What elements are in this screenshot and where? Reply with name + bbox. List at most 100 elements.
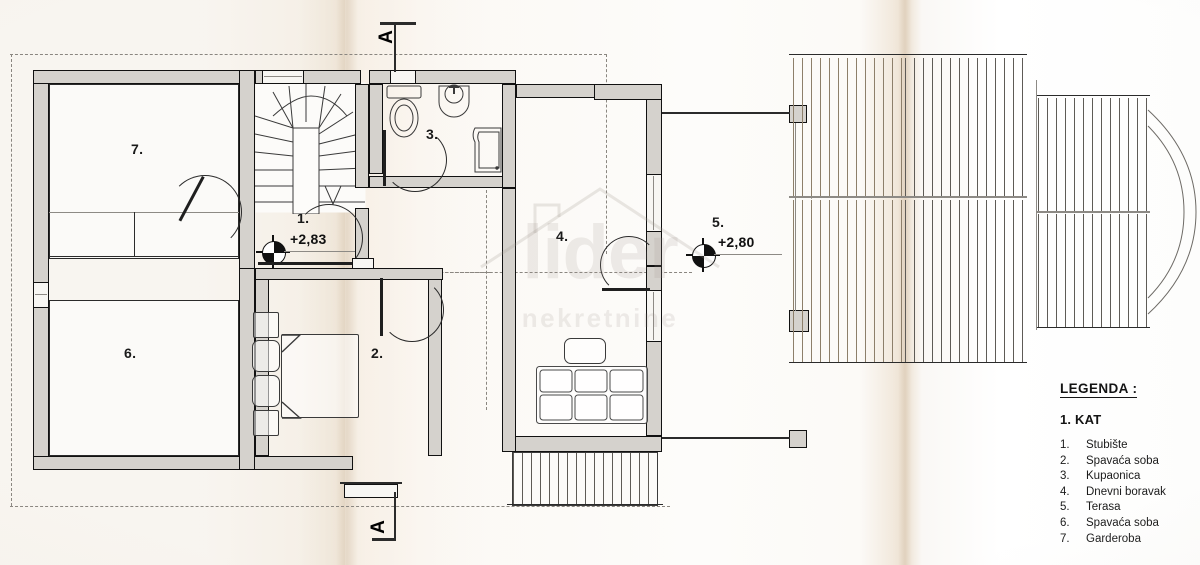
axis-line-horizontal — [430, 272, 692, 273]
nightstand-left — [253, 312, 279, 338]
terrace-border-bottom — [789, 362, 1027, 364]
wall-living-top-2 — [594, 84, 662, 100]
terrace-far-border-bottom — [1036, 327, 1150, 329]
pillow-lower — [252, 375, 280, 407]
bed-double — [281, 334, 359, 418]
wall-bedroom2-top — [255, 268, 443, 280]
shower-tray — [472, 127, 502, 173]
room-label-bedroom-large: 6. — [124, 345, 136, 361]
terrace-deck-upper-right — [905, 58, 1025, 196]
door-leaf-bedroom2 — [380, 278, 383, 336]
wardrobe-shelf-line-2 — [49, 256, 135, 258]
window-left-wall-1-glass — [35, 294, 47, 295]
legend-item-label: Stubište — [1086, 438, 1195, 454]
legend-title-wrap: LEGENDA : — [1060, 380, 1195, 398]
door-leaf-bathroom — [383, 130, 386, 186]
room-label-living: 4. — [556, 228, 568, 244]
wall-left-bottom — [33, 456, 353, 470]
door-swing-wardrobe — [168, 175, 242, 249]
bed-blanket-fold — [281, 334, 302, 419]
staircase-winder — [255, 82, 366, 214]
window-left-wall-1 — [33, 282, 49, 308]
terrace-border-top — [789, 54, 1027, 56]
balcony-bottom-deck — [512, 452, 658, 506]
door-leaf-corridor — [258, 262, 358, 265]
legend-list: 1. Stubište 2. Spavaća soba 3. Kupaonica… — [1060, 438, 1195, 547]
window-living-right-2 — [646, 290, 662, 342]
wardrobe-shelf-line-1 — [49, 212, 239, 213]
nightstand-right — [253, 410, 279, 436]
room-label-bedroom-small: 2. — [371, 345, 383, 361]
legend-subtitle: 1. KAT — [1060, 412, 1195, 427]
legend-item: 2. Spavaća soba — [1060, 454, 1195, 470]
terrace-deck-far-upper — [1038, 98, 1148, 212]
window-bath-top — [390, 70, 416, 84]
legend-item-number: 4. — [1060, 485, 1086, 501]
terrace-leader-lower — [662, 437, 790, 439]
elevation-terrace: +2,80 — [718, 234, 754, 250]
terrace-pier-left-bot — [789, 430, 807, 448]
sofa-sectional — [536, 366, 648, 424]
terrace-far-edge-left — [1036, 80, 1037, 330]
door-leaf-living-terrace — [602, 288, 650, 291]
wall-corridor-right — [355, 84, 369, 188]
terrace-curved-edge — [1147, 109, 1197, 315]
legend-item: 6. Spavaća soba — [1060, 516, 1195, 532]
legend-item-number: 6. — [1060, 516, 1086, 532]
window-bedroom2-bottom — [344, 484, 398, 498]
axis-line-short-left — [430, 272, 490, 273]
terrace-deck-upper-left — [793, 58, 905, 196]
legend-item: 5. Terasa — [1060, 500, 1195, 516]
projection-line-top — [10, 54, 607, 55]
axis-line-vertical-a — [486, 190, 487, 410]
terrace-deck-far-lower — [1038, 214, 1148, 328]
legend-item-number: 3. — [1060, 469, 1086, 485]
window-bedroom2-sill — [340, 482, 402, 484]
legend-item-number: 1. — [1060, 438, 1086, 454]
section-flag-top — [380, 22, 416, 25]
legend-item-number: 5. — [1060, 500, 1086, 516]
section-line-top — [394, 22, 396, 72]
door-swing-bedroom2 — [380, 278, 444, 342]
wall-living-left-up — [502, 84, 516, 188]
coffee-table — [564, 338, 606, 364]
projection-line-left — [11, 54, 12, 506]
legend-item-label: Terasa — [1086, 500, 1195, 516]
legend-item-label: Kupaonica — [1086, 469, 1195, 485]
legend-item-number: 7. — [1060, 532, 1086, 548]
projection-line-bottom — [10, 506, 670, 507]
legend-item-label: Spavaća soba — [1086, 454, 1195, 470]
door-swing-corridor — [295, 204, 363, 272]
level-marker-terrace — [686, 238, 720, 272]
legend-item-label: Garderoba — [1086, 532, 1195, 548]
window-stair-top-glass — [264, 76, 302, 77]
legend-item: 4. Dnevni boravak — [1060, 485, 1195, 501]
legend-title: LEGENDA : — [1060, 381, 1138, 398]
terrace-deck-lower-right — [905, 200, 1025, 362]
washbasin — [438, 85, 470, 118]
legend-item-label: Dnevni boravak — [1086, 485, 1195, 501]
window-stair-top — [262, 70, 304, 84]
toilet-cistern — [386, 85, 422, 99]
window-living-right-2-glass — [653, 292, 654, 340]
room-label-terrace: 5. — [712, 214, 724, 230]
wall-bath-left — [369, 84, 383, 174]
legend-panel: LEGENDA : 1. KAT 1. Stubište 2. Spavaća … — [1060, 380, 1195, 547]
terrace-leader-upper — [662, 112, 790, 114]
terrace-far-border-mid — [1036, 211, 1150, 214]
room-bedroom-large-outline — [49, 300, 239, 456]
section-line-bottom — [394, 492, 396, 540]
balcony-bottom-rail — [507, 504, 663, 506]
terrace-deck-lower-left — [793, 200, 905, 362]
legend-item-number: 2. — [1060, 454, 1086, 470]
terrace-far-border-top — [1036, 95, 1150, 97]
terrace-border-mid — [789, 196, 1027, 199]
projection-line-right — [606, 54, 607, 254]
pillow-upper — [252, 340, 280, 372]
room-label-bathroom: 3. — [426, 126, 438, 142]
wardrobe-shelf-line-3 — [134, 212, 136, 257]
wardrobe-shelf-line-4 — [134, 256, 239, 258]
legend-item: 1. Stubište — [1060, 438, 1195, 454]
